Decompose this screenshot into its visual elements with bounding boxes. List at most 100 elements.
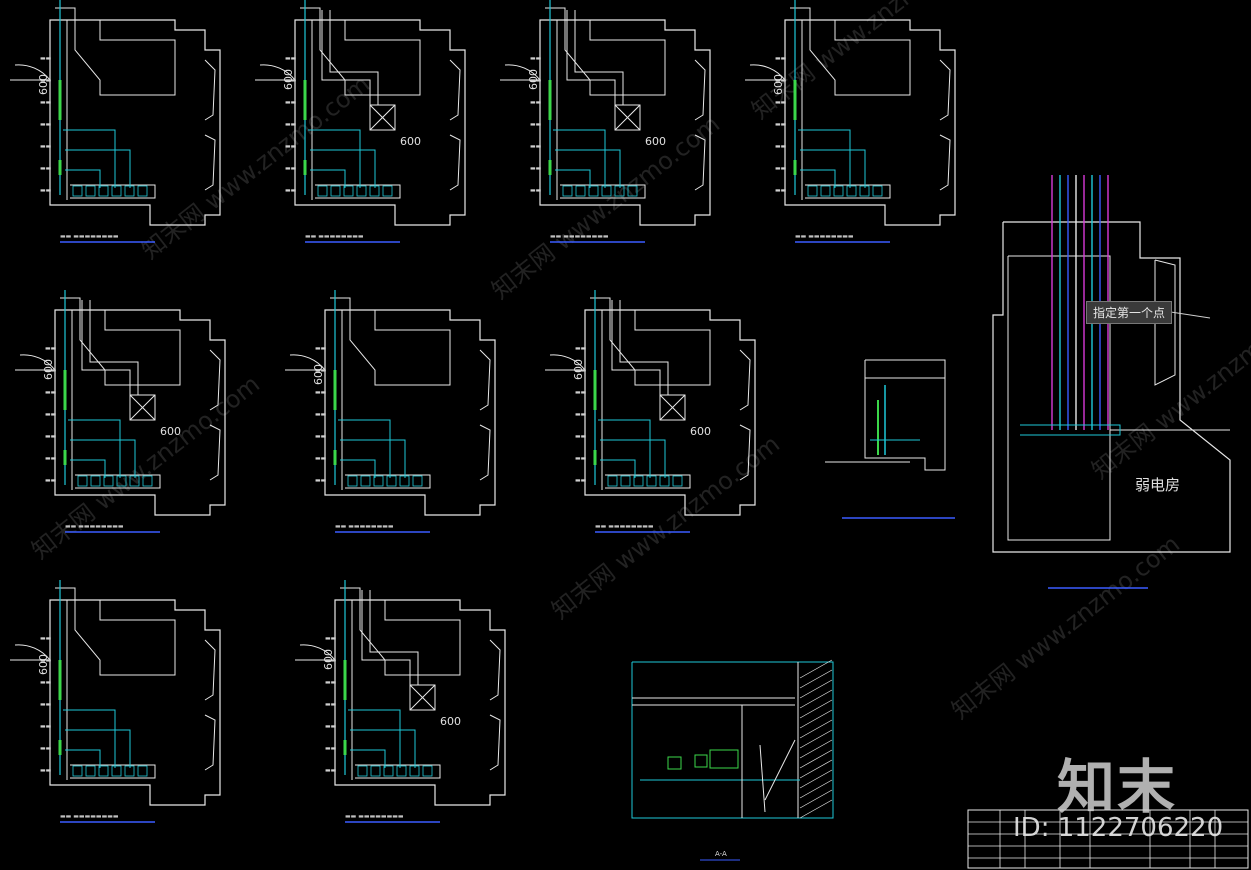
wall-line xyxy=(545,7,666,96)
tag-label: ▬▬ xyxy=(575,477,587,484)
trench-box xyxy=(103,475,114,487)
trench-box xyxy=(575,185,586,197)
duct-line xyxy=(321,10,371,105)
hatch-line xyxy=(799,739,833,759)
tag-label: ▬▬ xyxy=(45,345,57,352)
equipment-box xyxy=(667,756,682,770)
door-arc xyxy=(15,354,57,371)
duct-cross xyxy=(659,394,686,421)
tag-label: ▬▬ xyxy=(45,455,57,462)
trench-box xyxy=(77,475,88,487)
tag-label: ▬▬ xyxy=(285,187,297,194)
dim-label: 600 xyxy=(527,69,540,90)
hatch-line xyxy=(799,749,833,769)
tag-label: ▬▬ xyxy=(325,767,337,774)
trench xyxy=(805,184,891,199)
trench-box xyxy=(142,475,153,487)
tag-label: ▬▬ xyxy=(40,657,52,664)
duct-cross xyxy=(409,684,436,711)
tag-label: ▬▬ xyxy=(285,121,297,128)
trench-box xyxy=(386,475,397,487)
tag-label: ▬▬ xyxy=(40,679,52,686)
watermark-text: 知末网 www.znzmo.com xyxy=(26,370,265,565)
tag-label: ▬▬ xyxy=(285,55,297,62)
dim-label: 600 xyxy=(440,715,461,728)
command-tooltip: 指定第一个点 xyxy=(1086,301,1173,324)
trench-box xyxy=(317,185,328,197)
tag-label: ▬▬ xyxy=(285,165,297,172)
equipment-box xyxy=(709,749,739,769)
tag-label: ▬▬ xyxy=(40,187,52,194)
trench-box xyxy=(646,475,657,487)
trench-box xyxy=(98,185,109,197)
duct-box xyxy=(409,684,436,711)
trench-box xyxy=(833,185,844,197)
dim-label: 600 xyxy=(42,359,55,380)
section-outline xyxy=(631,661,834,819)
tag-label: ▬▬ xyxy=(40,99,52,106)
hatch-line xyxy=(799,769,833,789)
section-line xyxy=(764,739,796,801)
trench-box xyxy=(872,185,883,197)
window-outline xyxy=(739,424,751,481)
dim-label: 600 xyxy=(160,425,181,438)
trench-box xyxy=(111,765,122,777)
hatch-line xyxy=(799,719,833,739)
trench-box xyxy=(627,185,638,197)
wall-outline xyxy=(294,19,466,226)
conduit-cyan xyxy=(308,129,361,188)
trench xyxy=(70,764,156,779)
tag-label: ▬▬ xyxy=(285,143,297,150)
caption-text: ▬▬ ▬▬▬▬▬▬▬▬ xyxy=(335,523,394,530)
tag-label: ▬▬ xyxy=(315,477,327,484)
hatch-line xyxy=(799,689,833,709)
wall-line xyxy=(55,587,176,676)
caption-text: ▬▬ ▬▬▬▬▬▬▬▬ xyxy=(60,233,119,240)
dim-label: 600 xyxy=(645,135,666,148)
window-outline xyxy=(694,59,706,121)
duct-box xyxy=(129,394,156,421)
hatch-line xyxy=(799,699,833,719)
duct-box xyxy=(369,104,396,131)
conduit-cyan xyxy=(600,439,666,478)
tag-label: ▬▬ xyxy=(530,55,542,62)
tag-label: ▬▬ xyxy=(315,389,327,396)
duct-line xyxy=(89,300,139,395)
trench-box xyxy=(330,185,341,197)
window-outline xyxy=(694,134,706,191)
door-arc xyxy=(10,64,52,81)
tag-label: ▬▬ xyxy=(40,745,52,752)
dim-label: 600 xyxy=(37,74,50,95)
trench-box xyxy=(846,185,857,197)
window-outline xyxy=(449,59,461,121)
trench-box xyxy=(90,475,101,487)
hatch-line xyxy=(799,779,833,799)
cable-tray xyxy=(1020,424,1121,436)
trench xyxy=(345,474,431,489)
duct-cross xyxy=(369,104,396,131)
conduit-cyan xyxy=(555,149,621,188)
trench xyxy=(560,184,646,199)
trench-box xyxy=(85,765,96,777)
window-outline xyxy=(204,714,216,771)
trench-box xyxy=(347,475,358,487)
watermark-text: 知末网 www.znzmo.com xyxy=(746,0,985,125)
conduit-cyan xyxy=(63,129,116,188)
hatch-line xyxy=(799,799,833,819)
door-arc xyxy=(745,64,787,81)
tag-label: ▬▬ xyxy=(40,121,52,128)
trench-box xyxy=(672,475,683,487)
window-outline xyxy=(489,714,501,771)
tag-label: ▬▬ xyxy=(45,411,57,418)
conduit-cyan xyxy=(598,419,651,478)
trench-box xyxy=(607,475,618,487)
trench-box xyxy=(137,765,148,777)
conduit-cyan xyxy=(65,749,101,768)
caption-text: ▬▬ ▬▬▬▬▬▬▬▬ xyxy=(65,523,124,530)
duct-line xyxy=(369,590,419,685)
window-outline xyxy=(204,134,216,191)
hatch-line xyxy=(799,789,833,809)
tag-label: ▬▬ xyxy=(325,635,337,642)
tag-label: ▬▬ xyxy=(575,345,587,352)
